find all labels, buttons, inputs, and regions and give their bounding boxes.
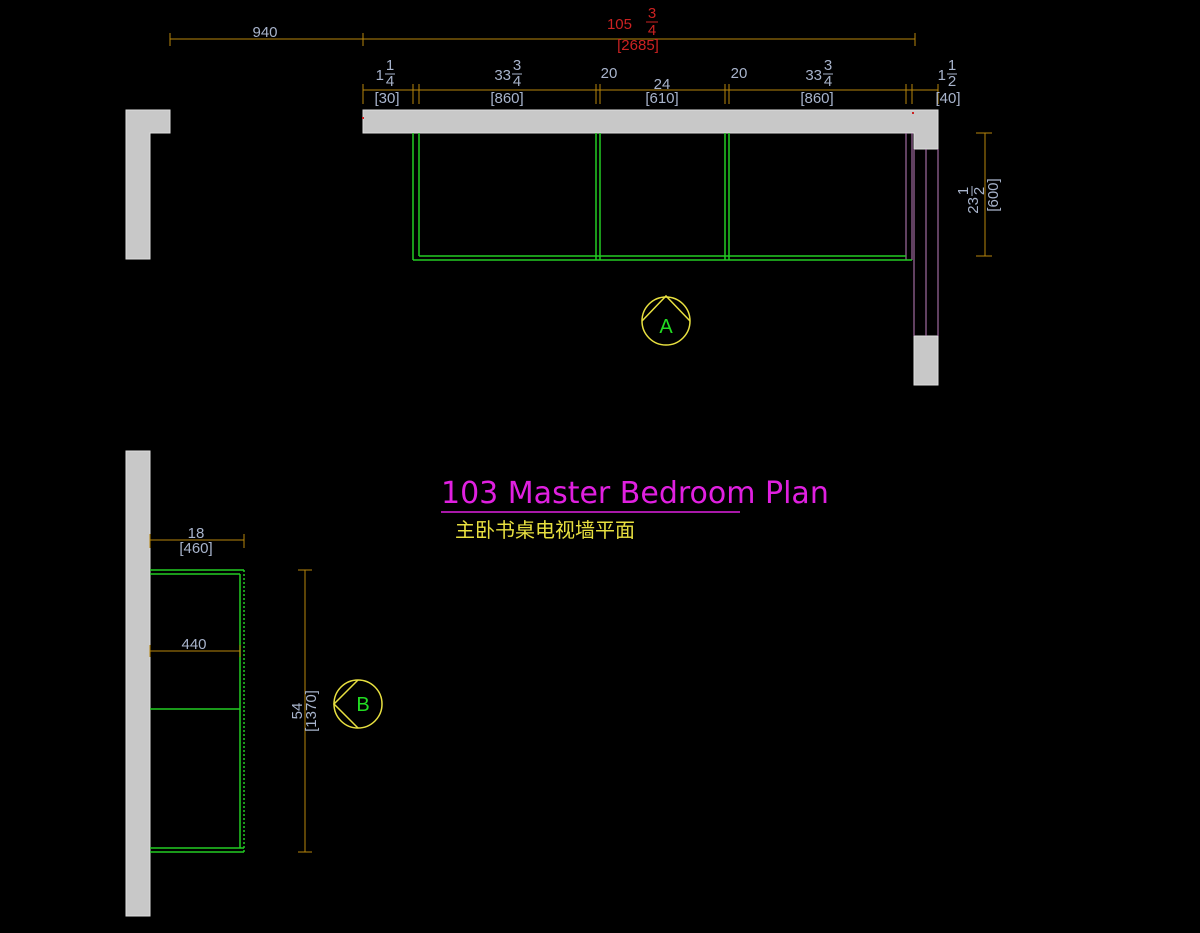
elevation-marker-a: A	[641, 294, 691, 346]
left-gap-dimension: 940	[252, 24, 277, 41]
seg1-dimension: 1 1 4 [30]	[374, 57, 399, 107]
seg3-dimension: 20	[601, 65, 618, 82]
plan-title-block: 103 Master Bedroom Plan 主卧书桌电视墙平面	[441, 476, 829, 542]
plan-subtitle: 主卧书桌电视墙平面	[455, 518, 635, 542]
svg-text:24: 24	[654, 76, 671, 93]
overall-width-dimension: 105 3 4 [2685]	[607, 5, 659, 54]
left-wall-l-shape	[125, 109, 171, 260]
lower-dimension-lines	[149, 534, 312, 853]
seg4-dimension: 24 [610]	[645, 76, 678, 107]
svg-text:[1370]: [1370]	[303, 690, 320, 732]
svg-text:3: 3	[824, 57, 832, 74]
wardrobe-cabinet-b	[150, 569, 245, 853]
right-wall-stub	[913, 335, 939, 386]
plan-title: 103 Master Bedroom Plan	[441, 476, 829, 511]
svg-text:[860]: [860]	[800, 90, 833, 107]
right-door-opening	[905, 133, 939, 336]
lower-wall	[125, 450, 151, 917]
svg-text:105: 105	[607, 16, 632, 33]
b-width-dimension: 18 [460]	[179, 525, 212, 557]
svg-text:[600]: [600]	[985, 178, 1002, 211]
svg-text:3: 3	[648, 5, 656, 22]
seg5-dimension: 20	[731, 65, 748, 82]
seg6-dimension: 33 3 4 [860]	[800, 57, 833, 107]
snap-markers	[362, 112, 914, 119]
svg-text:[40]: [40]	[935, 90, 960, 107]
svg-text:3: 3	[513, 57, 521, 74]
svg-text:1: 1	[376, 67, 384, 84]
svg-text:1: 1	[386, 57, 394, 74]
svg-text:1: 1	[955, 187, 972, 195]
svg-text:[460]: [460]	[179, 540, 212, 557]
svg-text:2: 2	[948, 73, 956, 90]
upper-walls	[125, 109, 939, 386]
elevation-marker-b: B	[332, 679, 383, 729]
svg-text:33: 33	[494, 67, 511, 84]
seg2-dimension: 33 3 4 [860]	[490, 57, 523, 107]
depth-dimension-line	[976, 132, 992, 257]
svg-text:54: 54	[289, 703, 306, 720]
svg-text:[30]: [30]	[374, 90, 399, 107]
svg-text:[860]: [860]	[490, 90, 523, 107]
desk-tv-cabinet	[412, 133, 912, 261]
seg7-dimension: 1 1 2 [40]	[935, 57, 960, 107]
top-wall	[362, 109, 939, 150]
svg-text:4: 4	[648, 22, 656, 39]
svg-text:4: 4	[824, 73, 832, 90]
b-inner-dimension: 440	[181, 636, 206, 653]
svg-text:2: 2	[971, 187, 988, 195]
svg-text:23: 23	[965, 197, 982, 214]
top-dimension-labels: 940 105 3 4 [2685] 1 1 4 [30] 33 3 4 [86…	[252, 5, 960, 107]
elevation-marker-a-label: A	[659, 316, 673, 338]
svg-text:4: 4	[513, 73, 521, 90]
elevation-marker-b-label: B	[356, 694, 369, 716]
lower-dimension-labels: 18 [460] 440 54 [1370]	[179, 525, 320, 732]
svg-text:1: 1	[948, 57, 956, 74]
b-height-dimension: 54 [1370]	[289, 690, 320, 732]
svg-text:[2685]: [2685]	[617, 37, 659, 54]
svg-text:1: 1	[938, 67, 946, 84]
top-dimension-lines	[169, 33, 939, 104]
svg-text:4: 4	[386, 73, 394, 90]
svg-text:18: 18	[188, 525, 205, 542]
svg-text:33: 33	[805, 67, 822, 84]
depth-dimension-label: 23 1 2 [600]	[955, 178, 1002, 213]
svg-text:[610]: [610]	[645, 90, 678, 107]
